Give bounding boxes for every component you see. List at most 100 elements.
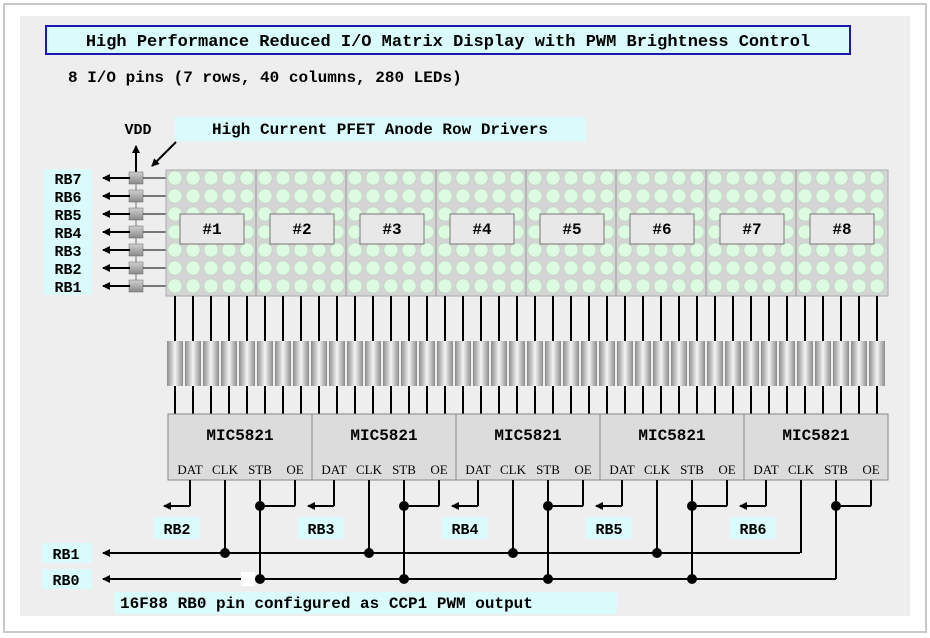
column-resistor	[689, 341, 705, 386]
led-dot	[725, 260, 741, 276]
row-pin-label: RB1	[54, 280, 81, 297]
bus-label-bg	[42, 543, 92, 563]
led-dot	[779, 278, 795, 294]
led-dot	[311, 170, 327, 186]
pfet-transistor	[128, 207, 144, 221]
led-dot	[833, 170, 849, 186]
column-resistor	[581, 341, 597, 386]
led-dot	[311, 242, 327, 258]
led-dot	[797, 260, 813, 276]
row-pin-label-bg	[44, 223, 92, 241]
pfet-transistor	[128, 171, 144, 185]
module-label: #3	[382, 221, 401, 239]
led-dot	[869, 242, 885, 258]
driver-pin-label: CLK	[212, 462, 239, 477]
led-dot	[527, 260, 543, 276]
column-resistor	[509, 341, 525, 386]
led-dot	[347, 170, 363, 186]
led-dot	[617, 278, 633, 294]
led-dot	[725, 242, 741, 258]
led-dot	[869, 260, 885, 276]
driver-pin-label: DAT	[321, 462, 346, 477]
led-dot	[473, 188, 489, 204]
led-dot	[761, 188, 777, 204]
led-dot	[437, 188, 453, 204]
row-pin-label-bg	[44, 259, 92, 277]
led-dot	[221, 188, 237, 204]
led-dot	[851, 170, 867, 186]
led-dot	[419, 170, 435, 186]
led-dot	[347, 260, 363, 276]
led-dot	[545, 260, 561, 276]
module-label-box	[719, 213, 785, 245]
row-pin-label-bg	[44, 187, 92, 205]
led-dot	[257, 260, 273, 276]
stb-oe-junction	[687, 501, 697, 511]
led-dot	[563, 242, 579, 258]
module-label: #5	[562, 221, 581, 239]
pwm-bus-junction	[255, 574, 265, 584]
led-dot	[185, 188, 201, 204]
pfet-transistor	[128, 225, 144, 239]
led-dot	[383, 260, 399, 276]
led-dot	[689, 188, 705, 204]
led-dot	[347, 242, 363, 258]
led-dot	[401, 242, 417, 258]
led-dot	[365, 242, 381, 258]
led-dot	[383, 242, 399, 258]
column-resistor	[347, 341, 363, 386]
subtitle: 8 I/O pins (7 rows, 40 columns, 280 LEDs…	[68, 69, 462, 87]
led-dot	[293, 278, 309, 294]
row-pin-label: RB7	[54, 172, 81, 189]
led-dot	[275, 188, 291, 204]
led-dot	[797, 278, 813, 294]
pfet-transistor	[128, 279, 144, 293]
led-dot	[815, 188, 831, 204]
led-dot	[653, 260, 669, 276]
pwm-bus-junction	[543, 574, 553, 584]
led-dot	[527, 242, 543, 258]
led-dot	[779, 242, 795, 258]
led-dot	[239, 260, 255, 276]
led-dot	[743, 242, 759, 258]
driver-pin-label: DAT	[177, 462, 202, 477]
led-dot	[851, 242, 867, 258]
pfet-label-box	[175, 117, 586, 141]
led-dot	[293, 260, 309, 276]
stb-oe-junction	[831, 501, 841, 511]
led-dot	[617, 170, 633, 186]
column-resistor	[293, 341, 309, 386]
column-resistor	[527, 341, 543, 386]
led-dot	[707, 242, 723, 258]
driver-chip	[743, 413, 889, 481]
led-dot	[671, 242, 687, 258]
driver-chip-name: MIC5821	[782, 427, 849, 445]
led-dot	[869, 188, 885, 204]
led-dot	[725, 170, 741, 186]
driver-pin-label: STB	[824, 462, 848, 477]
driver-chip-name: MIC5821	[638, 427, 705, 445]
led-dot	[167, 260, 183, 276]
led-dot	[167, 170, 183, 186]
column-resistor	[779, 341, 795, 386]
led-dot	[761, 242, 777, 258]
led-dot	[635, 170, 651, 186]
led-dot	[185, 170, 201, 186]
led-dot	[365, 278, 381, 294]
led-dot	[473, 242, 489, 258]
led-dot	[599, 242, 615, 258]
bus-label: RB0	[52, 573, 79, 590]
column-resistor	[329, 341, 345, 386]
pfet-transistor	[128, 261, 144, 275]
module-label-box	[359, 213, 425, 245]
led-dot	[815, 242, 831, 258]
driver-pin-label: OE	[430, 462, 447, 477]
stb-oe-junction	[543, 501, 553, 511]
data-pin-label-bg	[730, 517, 776, 539]
led-dot	[563, 260, 579, 276]
led-dot	[203, 278, 219, 294]
column-resistor	[851, 341, 867, 386]
led-dot	[671, 170, 687, 186]
driver-pin-label: STB	[680, 462, 704, 477]
led-dot	[545, 170, 561, 186]
